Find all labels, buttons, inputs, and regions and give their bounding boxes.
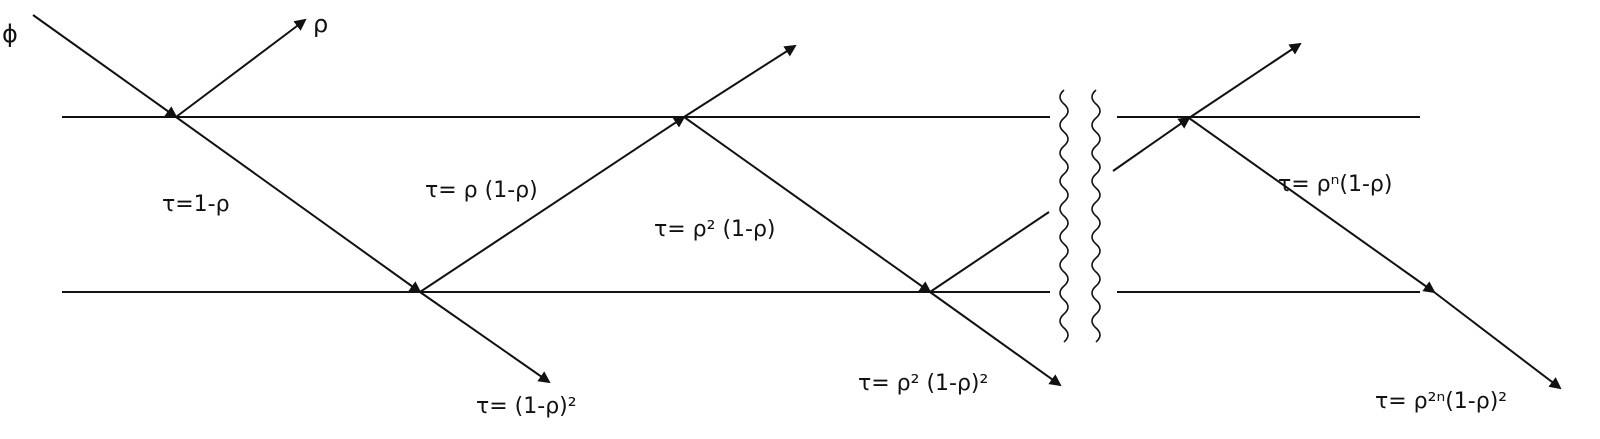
incident-ray <box>32 14 178 119</box>
label-output-n: τ= ρ²ⁿ(1-ρ)² <box>1375 389 1507 414</box>
reflected-out-ray-2 <box>683 44 797 118</box>
internal-ray-n <box>1188 117 1436 294</box>
label-first-reflection: ρ <box>313 10 328 38</box>
transmitted-ray-2 <box>929 291 1062 387</box>
label-transmission-2: τ= ρ (1-ρ) <box>425 178 538 203</box>
label-incident-flux: ϕ <box>2 20 18 48</box>
label-transmission-n: τ= ρⁿ(1-ρ) <box>1278 172 1392 197</box>
first-reflected-ray <box>175 18 307 118</box>
label-transmission-3: τ= ρ² (1-ρ) <box>654 217 776 242</box>
transmitted-ray-1 <box>419 291 551 384</box>
internal-ray-n-entering <box>1112 116 1191 172</box>
internal-ray-2 <box>419 115 686 293</box>
internal-ray-1 <box>175 116 422 294</box>
label-output-2: τ= ρ² (1-ρ)² <box>858 371 988 396</box>
internal-ray-3 <box>683 116 932 294</box>
label-output-1: τ= (1-ρ)² <box>476 394 577 419</box>
transmitted-ray-n <box>1433 291 1562 390</box>
internal-ray-4-partial <box>929 211 1050 293</box>
label-transmission-1: τ=1-ρ <box>162 192 230 217</box>
break-symbol-right <box>1091 89 1101 343</box>
reflected-out-ray-n <box>1188 42 1302 119</box>
break-symbol-left <box>1059 89 1069 343</box>
